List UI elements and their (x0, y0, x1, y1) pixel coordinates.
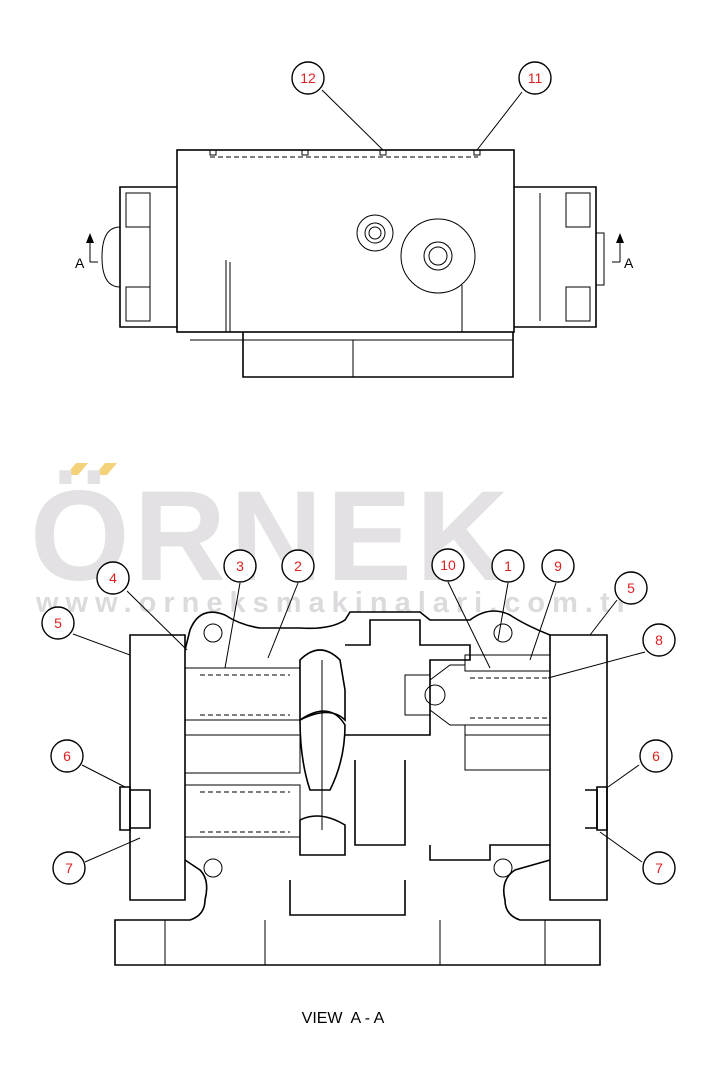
svg-text:9: 9 (554, 558, 562, 574)
plug-left (119, 786, 131, 831)
callout-11: 11 (518, 61, 552, 95)
callout-5-right: 5 (614, 571, 648, 605)
svg-text:6: 6 (63, 748, 71, 764)
callout-1: 1 (491, 549, 525, 583)
svg-text:5: 5 (627, 580, 635, 596)
callout-7-right: 7 (642, 851, 676, 885)
callout-12: 12 (291, 61, 325, 95)
section-body-outline (184, 610, 551, 651)
svg-text:6: 6 (652, 748, 660, 764)
svg-text:10: 10 (440, 557, 456, 573)
top-view: A A 12 11 (75, 61, 634, 378)
right-end-cap (514, 186, 597, 328)
svg-text:3: 3 (236, 558, 244, 574)
callout-8: 8 (642, 623, 676, 657)
callout-6-right: 6 (639, 739, 673, 773)
left-cap-section (129, 634, 186, 901)
svg-text:1: 1 (504, 558, 512, 574)
svg-text:7: 7 (65, 860, 73, 876)
plug-right (596, 786, 608, 831)
left-end-cap (119, 186, 177, 328)
port-large (400, 218, 476, 294)
callout-6-left: 6 (50, 739, 84, 773)
section-arrow-left (86, 233, 98, 263)
callout-2: 2 (281, 549, 315, 583)
section-label-right: A (624, 255, 634, 271)
callout-3: 3 (223, 549, 257, 583)
valve-body-top (176, 149, 515, 333)
svg-text:5: 5 (54, 615, 62, 631)
base-top (242, 332, 514, 378)
view-title: VIEW A - A (302, 1010, 385, 1027)
watermark-accent (66, 463, 117, 475)
svg-text:12: 12 (300, 70, 316, 86)
callout-9: 9 (541, 549, 575, 583)
callout-4: 4 (96, 561, 130, 595)
svg-text:11: 11 (528, 70, 543, 86)
svg-text:8: 8 (655, 632, 663, 648)
watermark-url: www.orneksmakinalari.com.tr (35, 587, 635, 619)
port-small (356, 214, 394, 252)
callout-10: 10 (431, 548, 465, 582)
sleeve-9 (464, 654, 551, 672)
svg-text:7: 7 (655, 860, 663, 876)
callout-5-left: 5 (41, 606, 75, 640)
watermark: ÖRNEK www.orneksmakinalari.com.tr (30, 463, 635, 619)
callout-7-left: 7 (52, 851, 86, 885)
svg-text:4: 4 (109, 570, 117, 586)
section-arrow-right (612, 233, 624, 263)
section-label-left: A (75, 255, 85, 271)
section-view: 4 3 2 10 1 9 5 5 (41, 548, 676, 966)
right-cap-section (549, 634, 608, 901)
svg-text:2: 2 (294, 558, 302, 574)
